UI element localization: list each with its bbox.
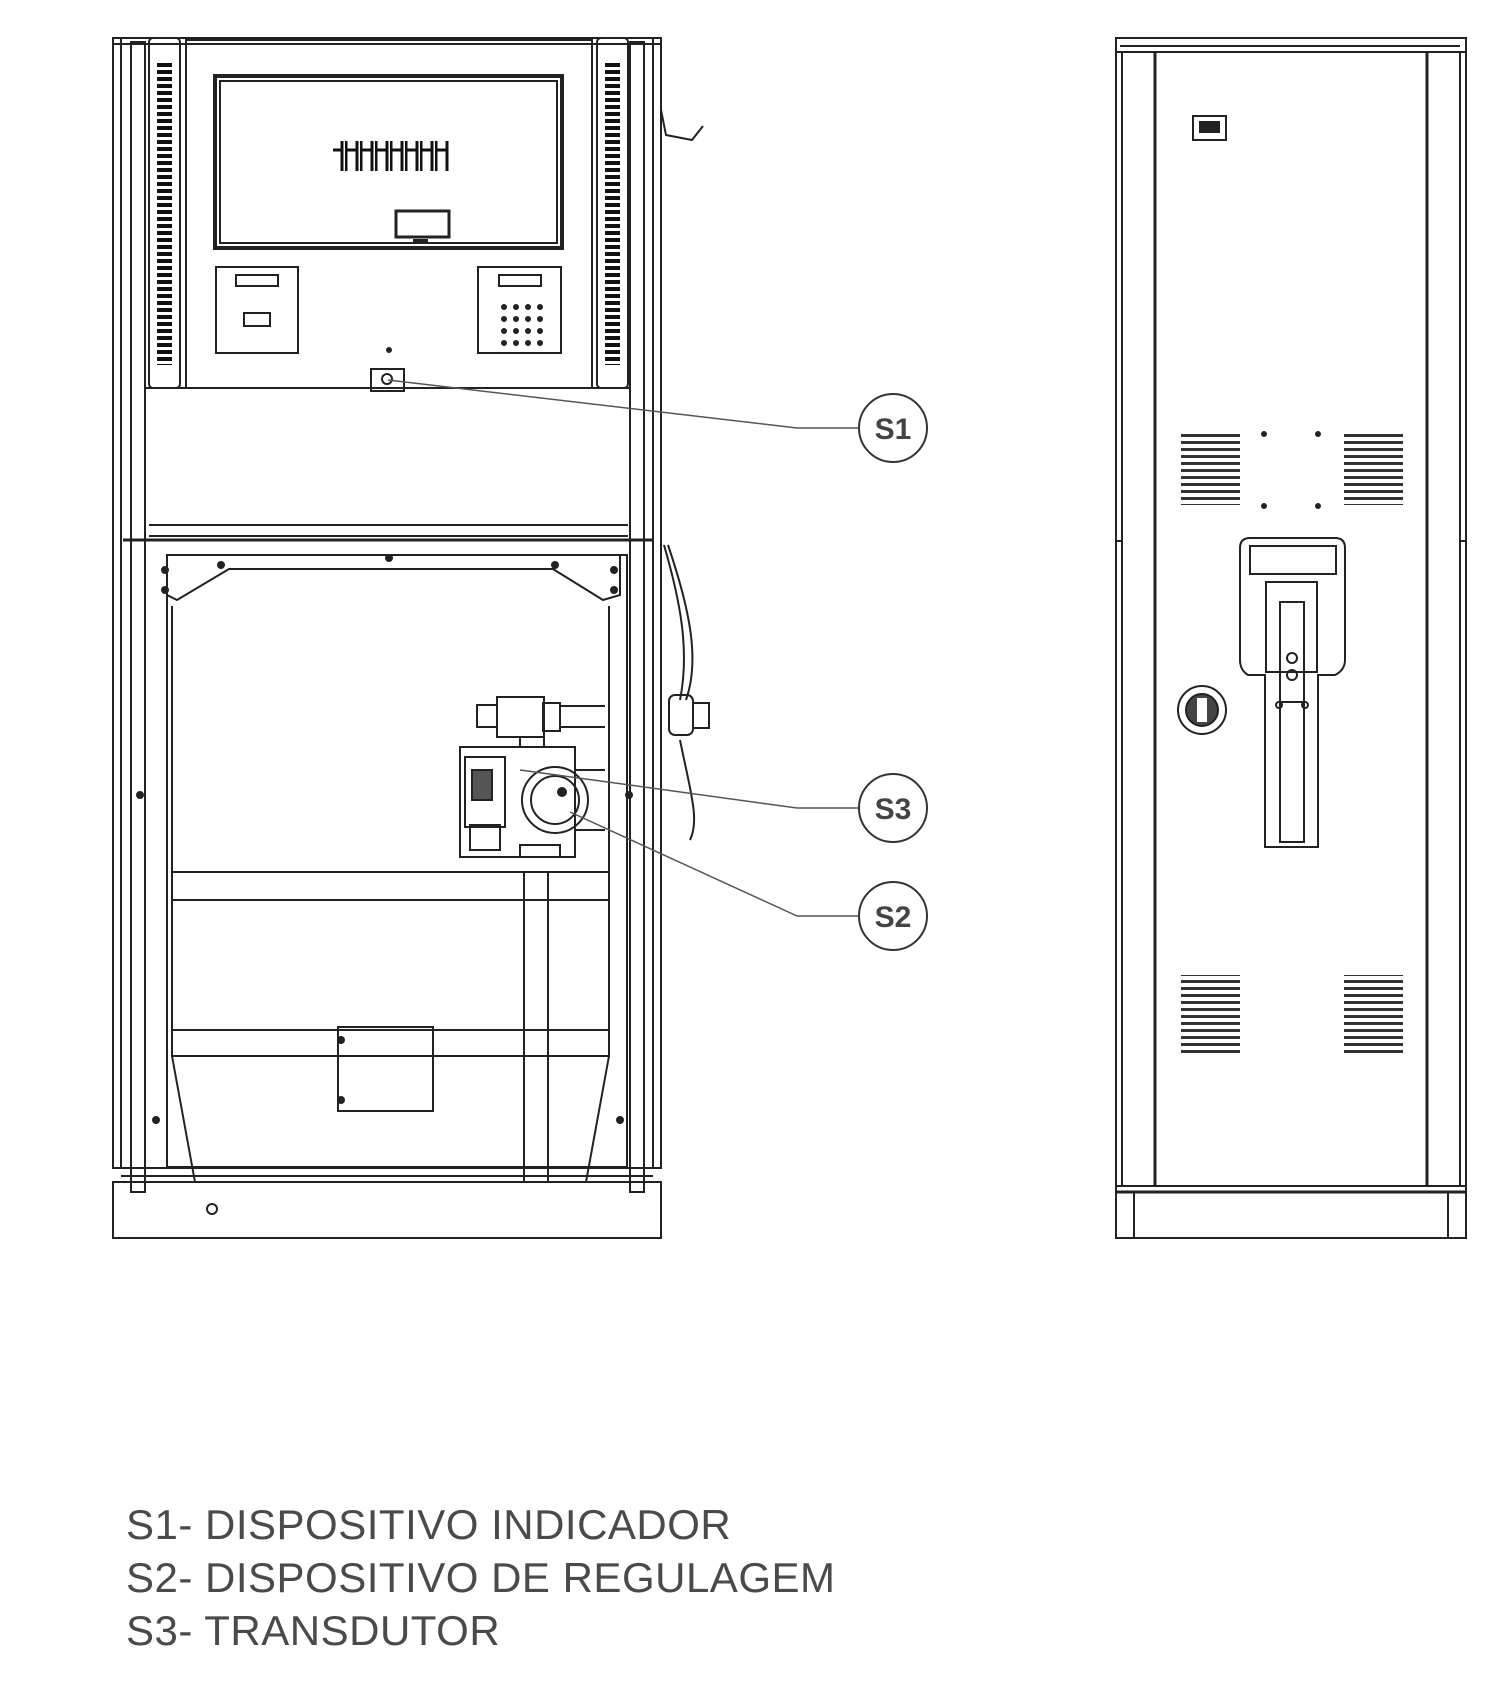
motor <box>668 694 694 736</box>
front-view-dispenser <box>112 37 710 1239</box>
left-post <box>130 41 146 1193</box>
leader-s2 <box>569 811 858 917</box>
upper-louver-right <box>1344 431 1403 505</box>
callout-s3: S3 <box>858 773 928 843</box>
head-panel <box>185 39 593 389</box>
keypad-buttons <box>501 304 543 346</box>
legend: S1- DISPOSITIVO INDICADOR S2- DISPOSITIV… <box>126 1498 836 1657</box>
lock-icon <box>1192 115 1227 141</box>
small-screen <box>394 209 451 239</box>
callout-s1: S1 <box>858 393 928 463</box>
legend-text: DISPOSITIVO DE REGULAGEM <box>205 1554 836 1601</box>
cabinet-shelf <box>171 871 610 901</box>
display-window <box>213 74 564 250</box>
handle <box>1177 685 1227 735</box>
side-view-dispenser <box>1115 37 1467 1239</box>
upper-louver-left <box>1181 431 1240 505</box>
hose-hook <box>660 109 704 142</box>
callout-s3-circle <box>858 773 928 843</box>
callout-s2: S2 <box>858 881 928 951</box>
legend-text: TRANSDUTOR <box>204 1607 501 1654</box>
legend-code: S1- <box>126 1501 193 1548</box>
digit-display <box>333 141 449 171</box>
leader-s1 <box>387 379 858 429</box>
legend-text: DISPOSITIVO INDICADOR <box>205 1501 732 1548</box>
callout-s2-label: S2 <box>875 901 912 934</box>
right-keypad-module <box>477 266 562 354</box>
lower-box <box>337 1026 434 1112</box>
callout-s1-circle <box>858 393 928 463</box>
right-post <box>629 41 645 1193</box>
callout-s2-circle <box>858 881 928 951</box>
front-base <box>112 1181 662 1239</box>
cabinet-inner <box>166 554 628 1168</box>
leader-s3 <box>519 769 858 809</box>
callout-s1-label: S1 <box>875 413 912 446</box>
side-base <box>1115 1191 1467 1239</box>
left-module <box>215 266 299 354</box>
s1-indicator-device <box>370 368 405 392</box>
top-bracket <box>166 554 621 602</box>
lower-louver-left <box>1181 975 1240 1055</box>
legend-item-s3: S3- TRANSDUTOR <box>126 1604 836 1657</box>
legend-item-s2: S2- DISPOSITIVO DE REGULAGEM <box>126 1551 836 1604</box>
legend-code: S3- <box>126 1607 193 1654</box>
leader-lines <box>387 379 858 917</box>
lower-louver-right <box>1344 975 1403 1055</box>
hydraulic-unit <box>459 696 605 858</box>
legend-code: S2- <box>126 1554 193 1601</box>
legend-item-s1: S1- DISPOSITIVO INDICADOR <box>126 1498 836 1551</box>
callout-s3-label: S3 <box>875 793 912 826</box>
front-outer-frame <box>112 37 662 1169</box>
nozzle-holder <box>1239 537 1346 848</box>
side-outer-frame <box>1115 37 1467 1239</box>
